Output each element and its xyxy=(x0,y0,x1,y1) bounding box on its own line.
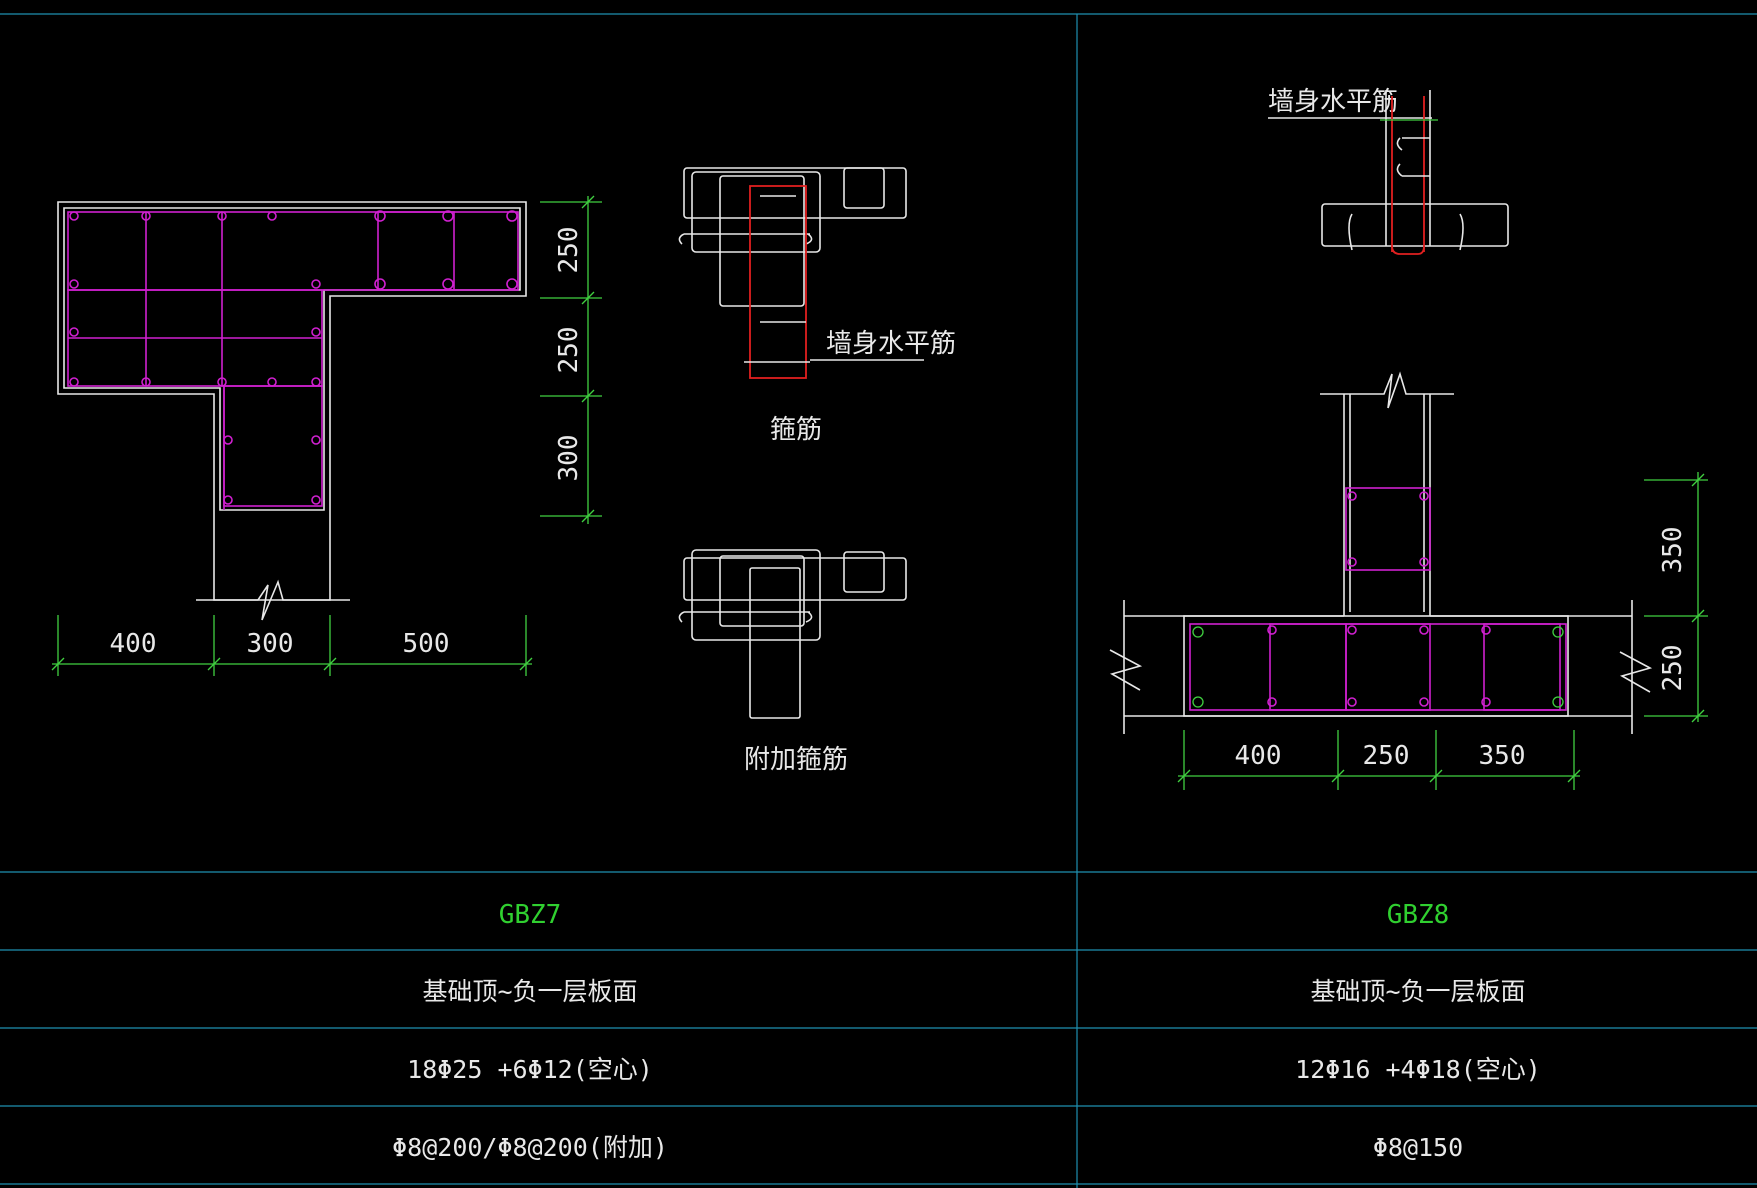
gbz8-dim-horizontal xyxy=(1177,730,1581,790)
gbz8-elevation: 基础顶~负一层板面 xyxy=(1310,977,1525,1006)
additional-stirrup-label: 附加箍筋 xyxy=(744,745,848,775)
gbz7-longitudinal: 18Φ25 +6Φ12(空心) xyxy=(407,1055,653,1084)
table-text: GBZ7 GBZ8 基础顶~负一层板面 基础顶~负一层板面 18Φ25 +6Φ1… xyxy=(392,900,1541,1162)
table-grid xyxy=(0,13,1757,1188)
gbz7-elevation: 基础顶~负一层板面 xyxy=(422,977,637,1006)
additional-stirrup-detail: 附加箍筋 xyxy=(678,549,907,775)
gbz7-dim-h-2: 300 xyxy=(247,629,294,659)
gbz8-section: 400 250 350 350 250 xyxy=(1109,371,1708,790)
stirrup-wall-label: 墙身水平筋 xyxy=(826,329,956,359)
gbz7-dim-h-3: 500 xyxy=(403,629,450,659)
gbz8-top-detail: 墙身水平筋 xyxy=(1268,87,1509,255)
gbz8-dim-v-2: 250 xyxy=(1658,645,1688,692)
gbz7-dim-horizontal xyxy=(51,615,533,676)
gbz8-dim-h-3: 350 xyxy=(1479,741,1526,771)
gbz7-dim-v-1: 250 xyxy=(554,227,584,274)
gbz8-dim-h-2: 250 xyxy=(1363,741,1410,771)
gbz8-name: GBZ8 xyxy=(1387,900,1450,930)
gbz8-longitudinal: 12Φ16 +4Φ18(空心) xyxy=(1295,1055,1541,1084)
gbz8-dim-h-1: 400 xyxy=(1235,741,1282,771)
gbz8-wall-label: 墙身水平筋 xyxy=(1268,87,1398,117)
gbz7-name: GBZ7 xyxy=(499,900,562,930)
gbz7-dim-v-3: 300 xyxy=(554,435,584,482)
stirrup-detail: 墙身水平筋 箍筋 xyxy=(678,167,956,445)
gbz7-section: 400 300 500 250 250 300 xyxy=(51,195,602,676)
gbz8-dim-vertical xyxy=(1644,472,1708,723)
gbz7-dim-vertical xyxy=(540,195,602,524)
gbz8-stirrup: Φ8@150 xyxy=(1373,1133,1463,1162)
gbz7-dim-h-1: 400 xyxy=(110,629,157,659)
gbz7-stirrup: Φ8@200/Φ8@200(附加) xyxy=(392,1133,668,1162)
gbz7-dim-v-2: 250 xyxy=(554,327,584,374)
gbz8-dim-v-1: 350 xyxy=(1658,527,1688,574)
stirrup-label: 箍筋 xyxy=(770,415,822,445)
